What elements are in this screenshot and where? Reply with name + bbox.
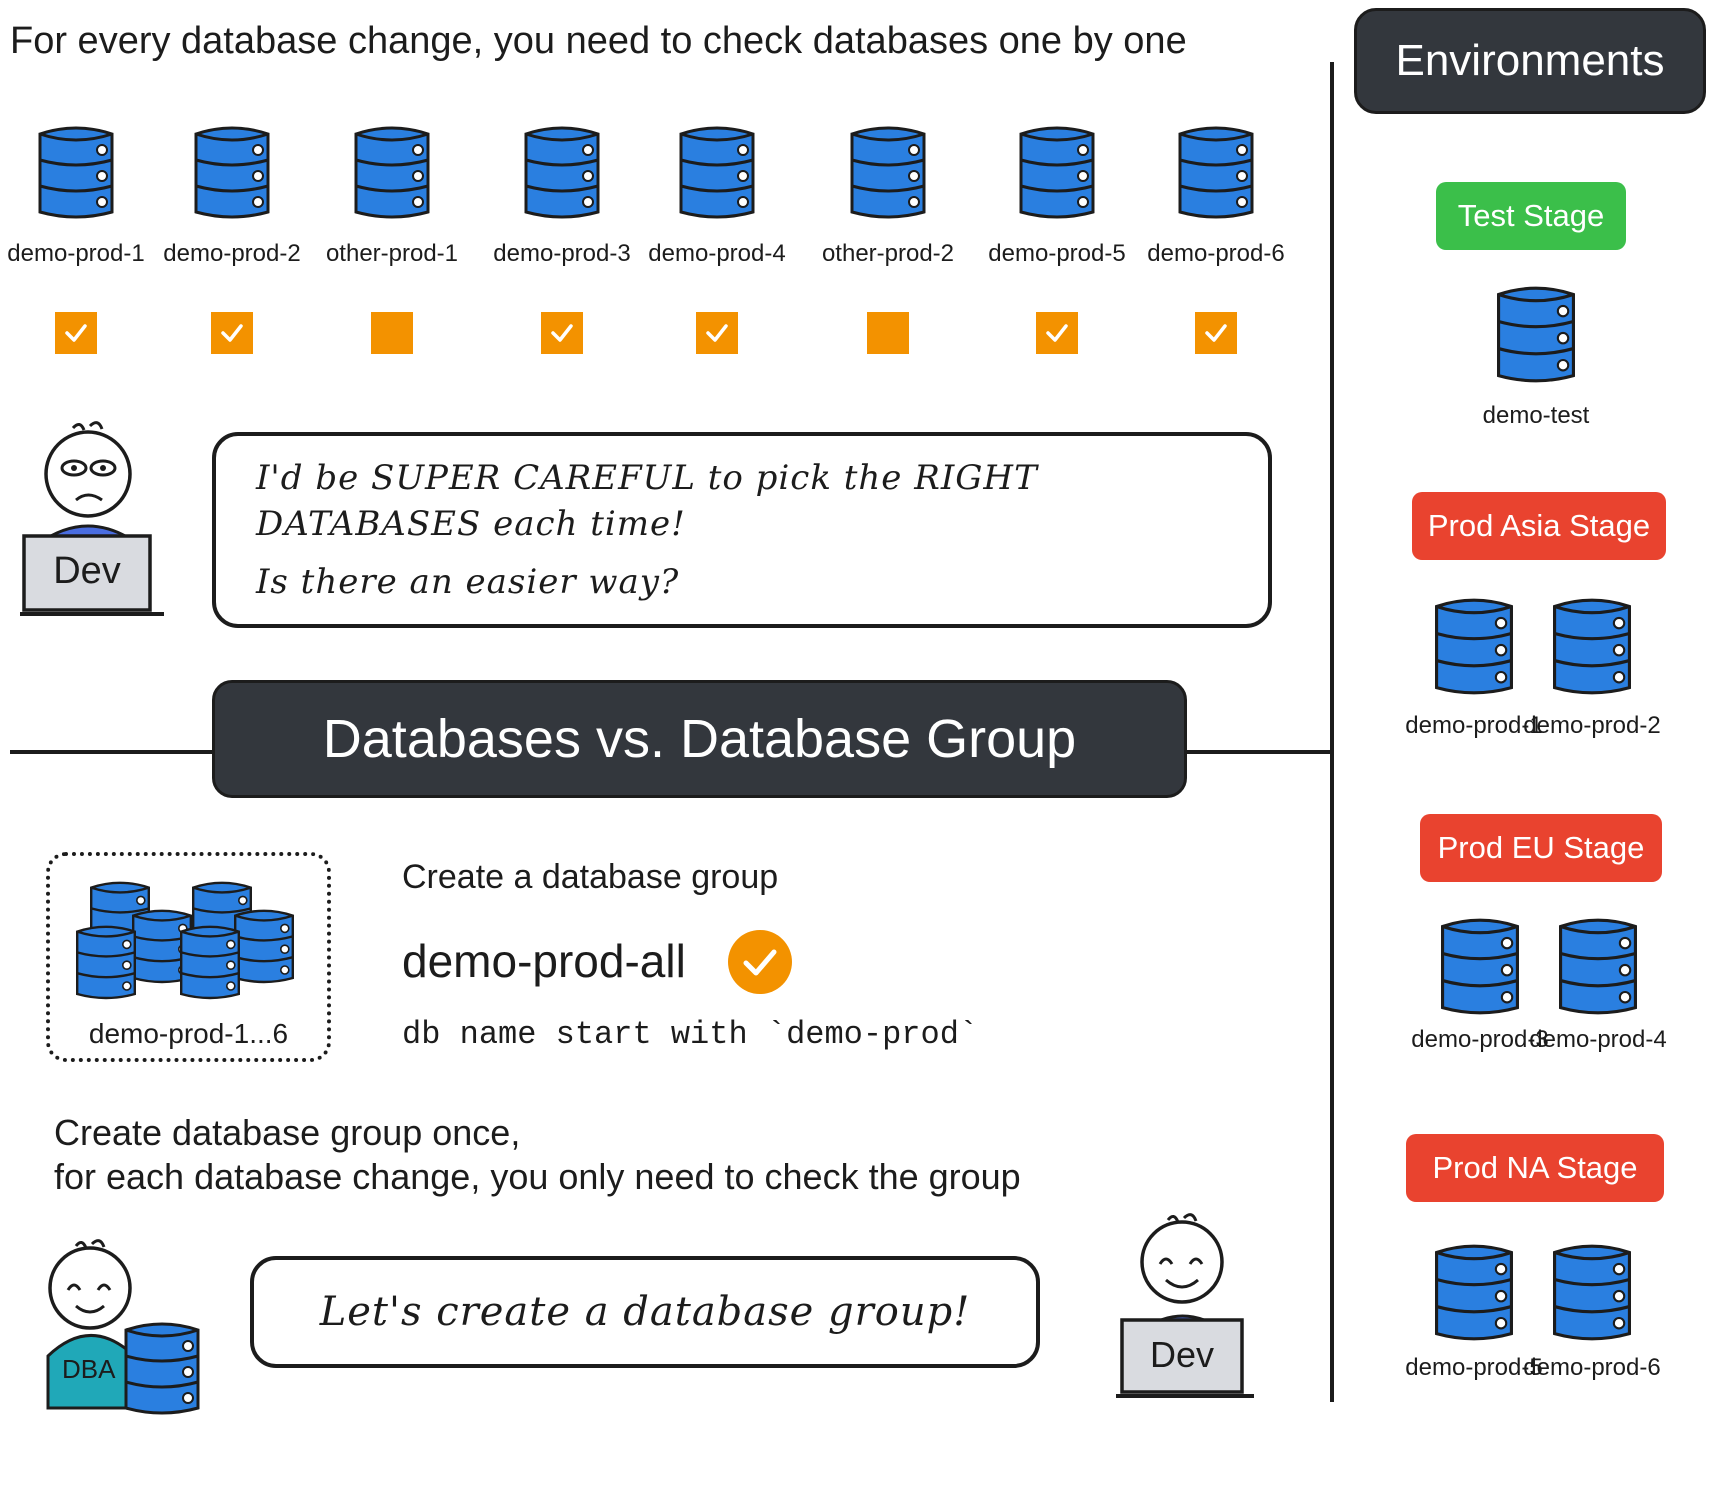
checked-checkbox[interactable] — [1195, 312, 1237, 354]
database-icon — [850, 126, 926, 219]
database-icon — [38, 126, 114, 219]
stage-database-label: demo-prod-6 — [1523, 1354, 1661, 1381]
database-icon — [234, 909, 294, 984]
check-icon — [65, 324, 87, 342]
happy-dev-avatar — [1116, 1213, 1254, 1398]
group-check-icon — [728, 930, 792, 994]
database-label: other-prod-2 — [821, 240, 955, 267]
summary-line1: Create database group once, — [54, 1112, 521, 1153]
section-title-banner: Databases vs. Database Group — [212, 680, 1187, 798]
database-icon — [1441, 918, 1519, 1015]
top-heading: For every database change, you need to c… — [10, 20, 1187, 62]
database-label: demo-prod-1 — [7, 240, 145, 267]
database-icon — [76, 925, 136, 1000]
database-icon — [679, 126, 755, 219]
bottom-bubble-text: Let's create a database group! — [319, 1289, 971, 1335]
group-rule: db name start with `demo-prod` — [402, 1016, 979, 1053]
stage-badge: Prod Asia Stage — [1412, 492, 1666, 560]
stage-database-label: demo-prod-2 — [1523, 712, 1661, 739]
stage-database-label: demo-prod-3 — [1411, 1026, 1549, 1053]
stage-badge: Prod EU Stage — [1420, 814, 1662, 882]
database-icon — [124, 1322, 200, 1415]
create-group-label: Create a database group — [402, 858, 779, 896]
checked-checkbox[interactable] — [211, 312, 253, 354]
check-icon — [1046, 324, 1068, 342]
stage-database-label: demo-prod-1 — [1405, 712, 1543, 739]
environments-title: Environments — [1395, 36, 1665, 85]
database-label: demo-prod-6 — [1147, 240, 1285, 267]
database-icon — [524, 126, 600, 219]
check-icon — [551, 324, 573, 342]
bottom-speech-bubble: Let's create a database group! — [250, 1256, 1040, 1368]
database-icon — [354, 126, 430, 219]
database-icon — [180, 925, 240, 1000]
top-speech-bubble: I'd be SUPER CAREFUL to pick the RIGHT D… — [212, 432, 1272, 628]
database-icon — [1178, 126, 1254, 219]
unchecked-checkbox[interactable] — [867, 312, 909, 354]
checked-checkbox[interactable] — [1036, 312, 1078, 354]
database-icon — [194, 126, 270, 219]
database-icon — [1497, 286, 1575, 383]
section-title: Databases vs. Database Group — [322, 709, 1077, 769]
worried-dev-avatar — [20, 421, 164, 616]
database-label: demo-prod-4 — [648, 240, 786, 267]
stage-database-label: demo-test — [1482, 402, 1590, 429]
happy-dba-avatar — [46, 1239, 134, 1410]
check-icon — [221, 324, 243, 342]
stage-badge: Test Stage — [1436, 182, 1626, 250]
database-label: demo-prod-2 — [163, 240, 301, 267]
check-icon — [706, 324, 728, 342]
database-icon — [1435, 598, 1513, 695]
unchecked-checkbox[interactable] — [371, 312, 413, 354]
database-label: demo-prod-3 — [493, 240, 631, 267]
group-name: demo-prod-all — [402, 935, 686, 987]
database-icon — [1553, 1244, 1631, 1341]
check-icon — [1205, 324, 1227, 342]
database-icon — [1559, 918, 1637, 1015]
bubble-text-line2: DATABASES each time! — [256, 504, 686, 544]
dev-label-bottom: Dev — [1149, 1334, 1215, 1375]
database-group-label: demo-prod-1...6 — [88, 1018, 289, 1049]
database-label: other-prod-1 — [325, 240, 459, 267]
database-icon — [1019, 126, 1095, 219]
dba-label: DBA — [62, 1354, 116, 1384]
database-icon — [1435, 1244, 1513, 1341]
database-icon — [1553, 598, 1631, 695]
checked-checkbox[interactable] — [541, 312, 583, 354]
bubble-text-line3: Is there an easier way? — [256, 562, 680, 602]
checked-checkbox[interactable] — [696, 312, 738, 354]
stage-database-label: demo-prod-4 — [1529, 1026, 1667, 1053]
environments-title-box: Environments — [1354, 8, 1706, 114]
bubble-text-line1: I'd be SUPER CAREFUL to pick the RIGHT — [256, 458, 1038, 498]
dev-label-top: Dev — [53, 550, 121, 592]
stage-badge: Prod NA Stage — [1406, 1134, 1664, 1202]
database-group-box — [46, 852, 331, 1062]
database-label: demo-prod-5 — [988, 240, 1126, 267]
summary-line2: for each database change, you only need … — [54, 1156, 1021, 1197]
checked-checkbox[interactable] — [55, 312, 97, 354]
stage-database-label: demo-prod-5 — [1405, 1354, 1543, 1381]
